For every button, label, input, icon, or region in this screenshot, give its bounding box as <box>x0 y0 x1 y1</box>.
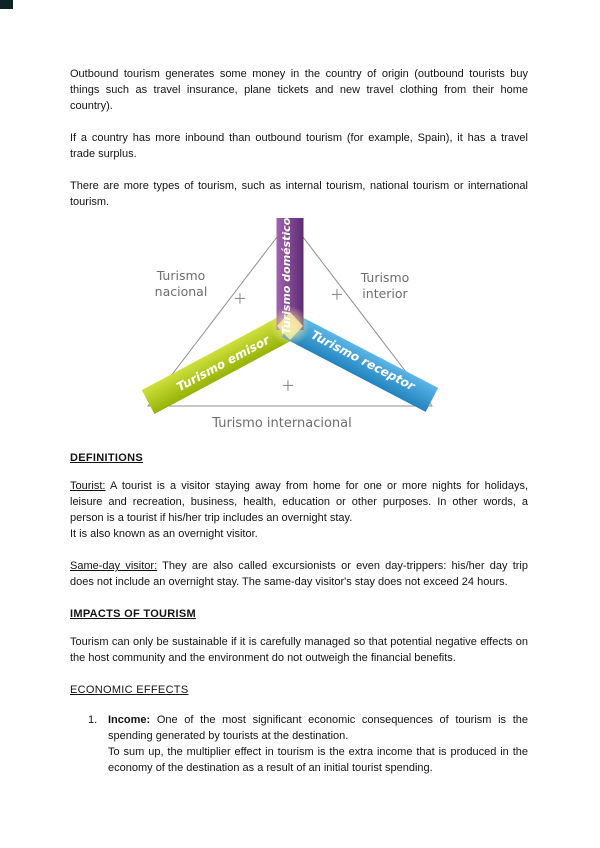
triangle-outline <box>146 219 434 407</box>
plus-left-icon: + <box>234 286 246 311</box>
sameday-definition-paragraph: Same-day visitor: They are also called e… <box>70 558 528 590</box>
receptor-bar <box>281 313 439 412</box>
emisor-bar-label: Turismo emisor <box>174 332 273 394</box>
definitions-heading: DEFINITIONS <box>70 452 143 464</box>
label-nacional-line2: nacional <box>155 284 208 299</box>
income-text: One of the most significant economic con… <box>108 714 528 742</box>
paragraph-tourism-types: There are more types of tourism, such as… <box>70 180 528 208</box>
income-list-body: Income: One of the most significant econ… <box>108 712 528 776</box>
page-corner-mark <box>0 0 13 9</box>
emisor-bar <box>141 313 299 414</box>
plus-right-icon: + <box>331 282 343 307</box>
impacts-paragraph: Tourism can only be sustainable if it is… <box>70 636 528 664</box>
receptor-bar-label: Turismo receptor <box>309 328 418 394</box>
label-nacional-line1: Turismo <box>156 268 206 283</box>
plus-bottom-icon: + <box>282 373 294 398</box>
tourism-triangle-diagram: Turismo doméstico Turismo emisor Turismo… <box>140 214 440 442</box>
income-note: To sum up, the multiplier effect in tour… <box>108 746 528 774</box>
tourism-diagram-svg: Turismo doméstico Turismo emisor Turismo… <box>141 217 439 431</box>
income-term: Income: <box>108 714 151 726</box>
sameday-term: Same-day visitor: <box>70 560 158 572</box>
economic-effects-heading: ECONOMIC EFFECTS <box>70 684 189 696</box>
document-content: Outbound tourism generates some money in… <box>70 66 528 776</box>
tourist-term: Tourist: <box>70 480 106 492</box>
list-number: 1. <box>88 714 98 726</box>
label-internacional: Turismo internacional <box>211 416 351 431</box>
paragraph-outbound-tourism: Outbound tourism generates some money in… <box>70 68 528 112</box>
sameday-definition-text: They are also called excursionists or ev… <box>70 560 528 588</box>
tourist-note: It is also known as an overnight visitor… <box>70 528 258 540</box>
label-interior-line1: Turismo <box>360 270 410 285</box>
tourist-definition-text: A tourist is a visitor staying away from… <box>70 480 528 524</box>
list-item-income: 1. Income: One of the most significant e… <box>88 712 528 776</box>
tourist-definition-paragraph: Tourist: A tourist is a visitor staying … <box>70 478 528 542</box>
center-glow <box>270 306 310 346</box>
label-interior-line2: interior <box>362 286 408 301</box>
income-text-block: Income: One of the most significant econ… <box>108 712 528 744</box>
paragraph-trade-surplus: If a country has more inbound than outbo… <box>70 132 528 160</box>
domestico-bar-label: Turismo doméstico <box>280 217 293 334</box>
impacts-heading: IMPACTS OF TOURISM <box>70 608 196 620</box>
